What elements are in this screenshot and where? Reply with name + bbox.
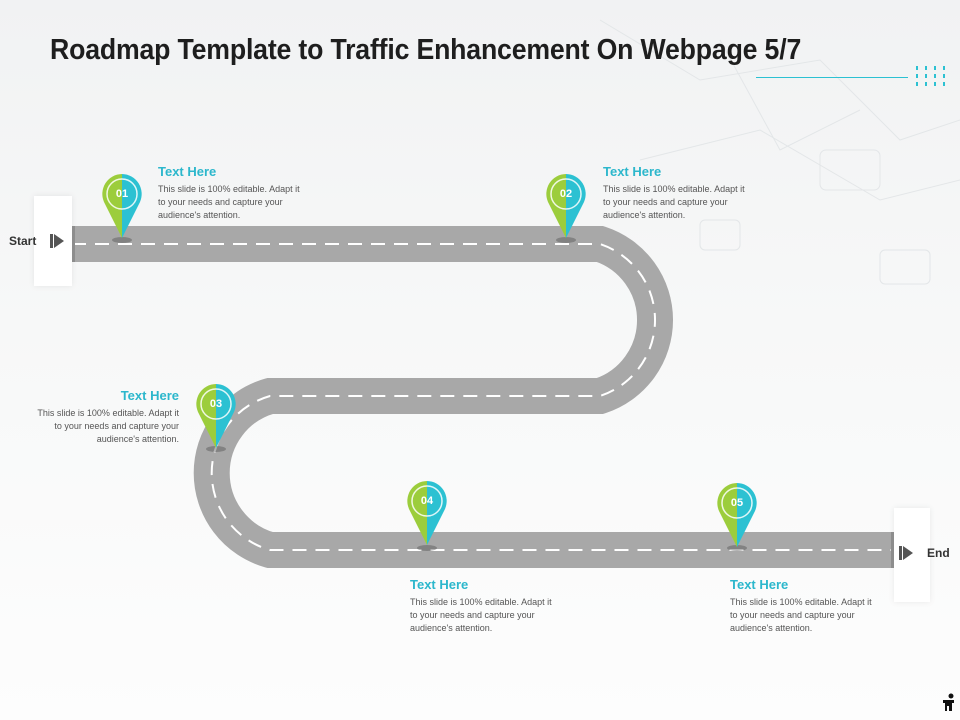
milestone-text-01: Text Here This slide is 100% editable. A… [158, 164, 308, 222]
milestone-text-05: Text Here This slide is 100% editable. A… [730, 577, 880, 635]
start-arrow-icon [50, 234, 64, 248]
map-pin-icon [717, 483, 757, 547]
road-center-dashes [72, 243, 894, 551]
milestone-heading: Text Here [730, 577, 789, 592]
end-label: End [927, 546, 950, 560]
milestone-heading: Text Here [603, 164, 662, 179]
milestone-description: This slide is 100% editable. Adapt it to… [410, 597, 552, 633]
milestone-description: This slide is 100% editable. Adapt it to… [158, 184, 300, 220]
user-icon [943, 693, 954, 711]
milestone-text-03: Text Here This slide is 100% editable. A… [29, 388, 179, 446]
milestone-pin-03: 03 [196, 384, 236, 448]
dots-decoration-icon [916, 66, 946, 90]
milestone-description: This slide is 100% editable. Adapt it to… [37, 408, 179, 444]
map-pin-icon [102, 174, 142, 238]
map-pin-icon [407, 481, 447, 545]
milestone-description: This slide is 100% editable. Adapt it to… [730, 597, 872, 633]
milestone-text-04: Text Here This slide is 100% editable. A… [410, 577, 560, 635]
pin-number: 03 [209, 398, 223, 410]
start-label: Start [9, 234, 37, 248]
map-pin-icon [196, 384, 236, 448]
milestone-pin-01: 01 [102, 174, 142, 238]
milestone-pin-02: 02 [546, 174, 586, 238]
milestone-text-02: Text Here This slide is 100% editable. A… [603, 164, 753, 222]
pin-number: 02 [559, 188, 573, 200]
pin-number: 05 [730, 497, 744, 509]
milestone-pin-04: 04 [407, 481, 447, 545]
milestone-heading: Text Here [120, 388, 179, 403]
page-title: Roadmap Template to Traffic Enhancement … [50, 34, 802, 66]
milestone-heading: Text Here [158, 164, 217, 179]
pin-number: 01 [115, 188, 129, 200]
end-arrow-icon [899, 546, 913, 560]
milestone-heading: Text Here [410, 577, 469, 592]
pin-number: 04 [420, 495, 434, 507]
milestone-description: This slide is 100% editable. Adapt it to… [603, 184, 745, 220]
title-underline [756, 77, 908, 78]
milestone-pin-05: 05 [717, 483, 757, 547]
map-pin-icon [546, 174, 586, 238]
